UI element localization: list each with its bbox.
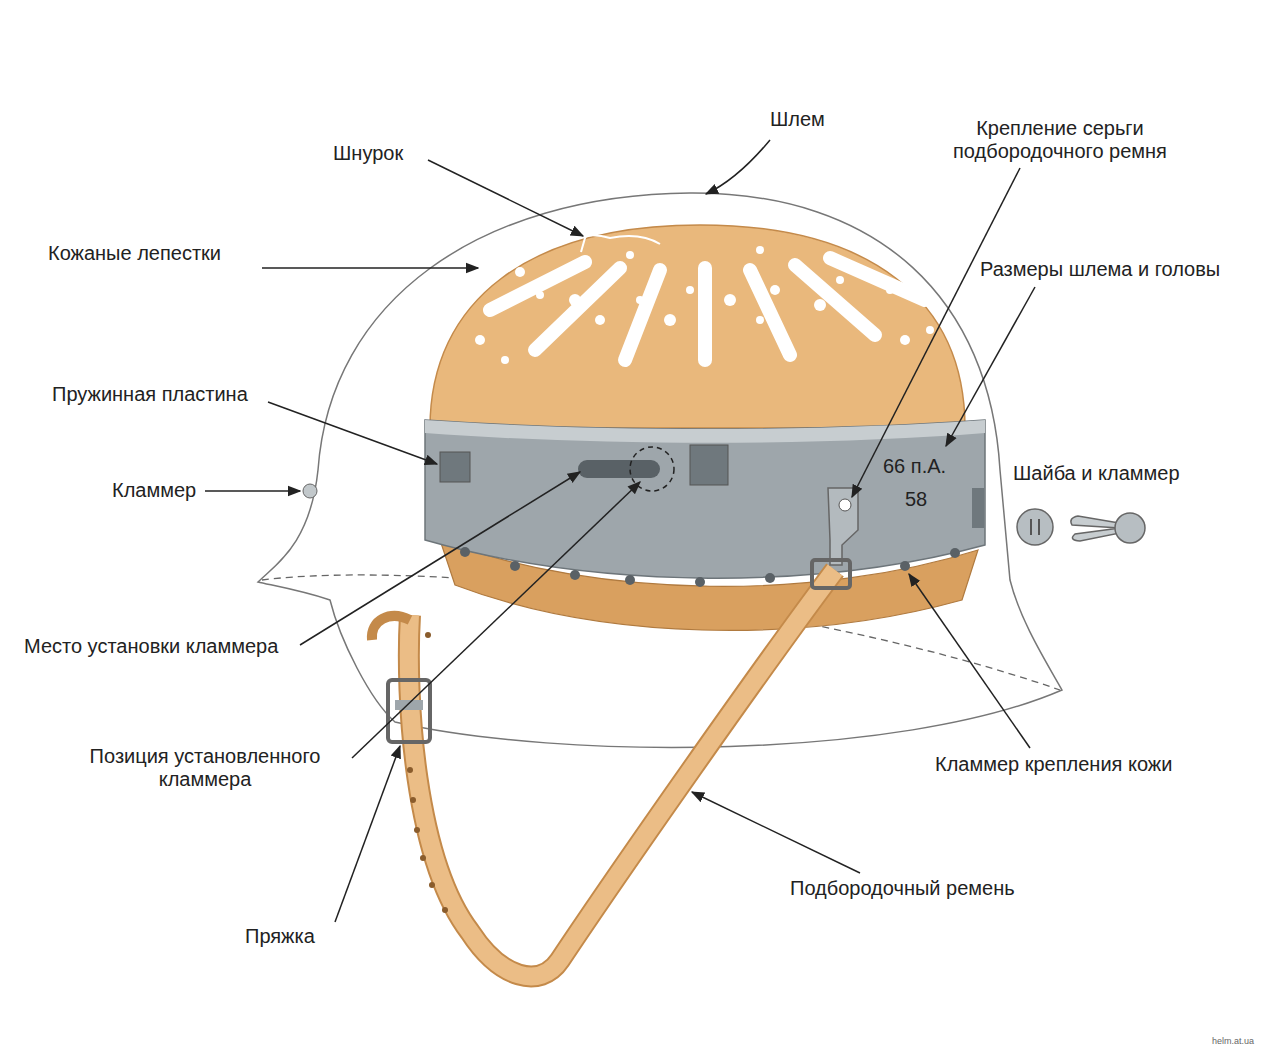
size-marking: 58 (905, 488, 927, 511)
part-label: Крепление серьги подбородочного ремня (925, 117, 1195, 163)
part-label: Позиция установленного кламмера (60, 745, 350, 791)
part-label: Пряжка (245, 925, 315, 948)
band-end (972, 488, 984, 528)
part-label: Шлем (770, 108, 825, 131)
liner-band (425, 420, 985, 578)
part-label: Кламмер (112, 479, 196, 502)
size-marking: 66 п.А. (883, 455, 946, 478)
part-label: Пружинная пластина (52, 383, 248, 406)
leather-dome (430, 225, 965, 428)
helmet-shell (258, 193, 1062, 747)
watermark: helm.at.ua (1212, 1036, 1254, 1047)
washer-slot (1031, 519, 1039, 535)
bail-bracket (828, 488, 858, 565)
washer (1017, 509, 1053, 545)
petal-cutouts (490, 258, 925, 360)
rivets (460, 547, 960, 587)
band-top-edge (425, 420, 985, 443)
part-label: Место установки кламмера (24, 635, 278, 658)
part-label: Размеры шлема и головы (980, 258, 1220, 281)
part-label: Шнурок (333, 142, 403, 165)
part-label: Подбородочный ремень (790, 877, 1015, 900)
strap-buckle (812, 560, 850, 588)
leader-lines (205, 140, 1035, 922)
part-label: Кожаные лепестки (48, 242, 221, 265)
chin-strap (409, 570, 835, 976)
bail-hole (839, 499, 851, 511)
spring-plate (440, 452, 470, 482)
part-label: Кламмер крепления кожи (935, 753, 1172, 776)
chin-strap-edge (409, 570, 835, 976)
vent-holes (475, 246, 934, 364)
strap-holes (407, 632, 448, 913)
klammer-head (303, 484, 317, 498)
strap-loop (372, 616, 410, 640)
clamp-head (1115, 513, 1145, 543)
part-label: Шайба и кламмер (1013, 462, 1180, 485)
clip-slot (578, 460, 660, 478)
strap-keeper (395, 700, 423, 710)
lace-knot (560, 226, 660, 252)
spring-plate (690, 445, 728, 485)
